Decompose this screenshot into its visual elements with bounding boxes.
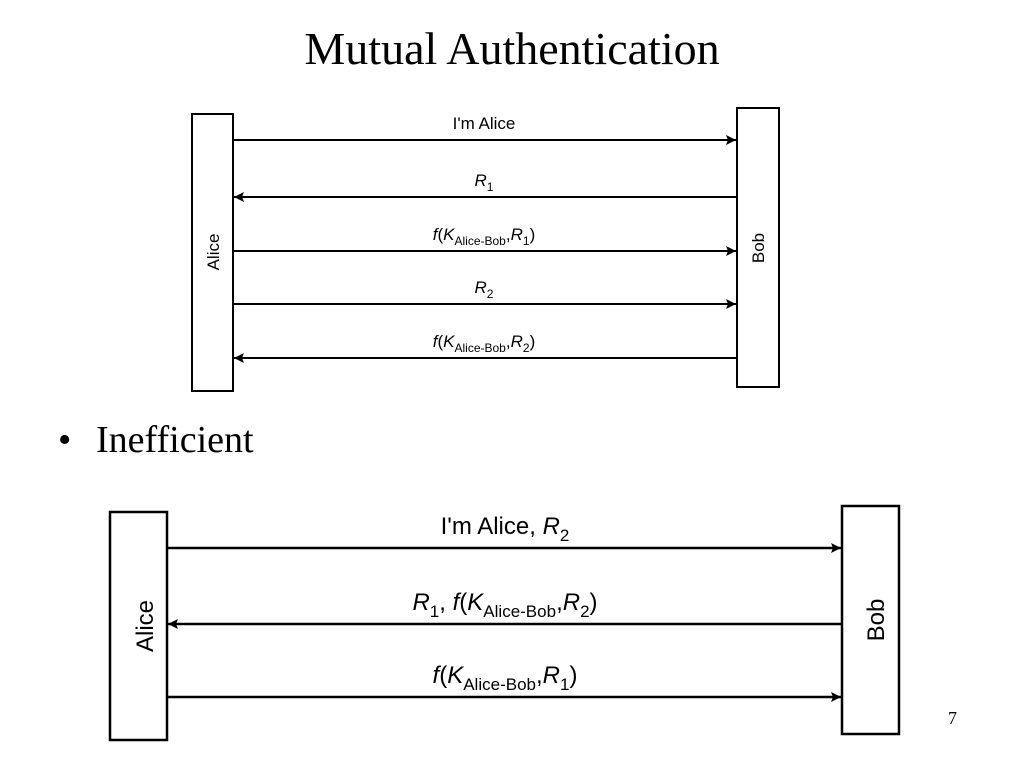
message-label-part: ( bbox=[459, 589, 467, 616]
message-label-part: , bbox=[506, 332, 511, 351]
message-label: I'm Alice, R2 bbox=[441, 513, 570, 545]
slide-title: Mutual Authentication bbox=[304, 23, 720, 74]
message-label-part: 2 bbox=[523, 341, 530, 355]
message-label-part: ) bbox=[590, 589, 598, 616]
alice-box bbox=[191, 113, 234, 392]
message-label-part: R bbox=[412, 589, 429, 616]
bullet-dot: • bbox=[58, 419, 72, 461]
bob-box bbox=[840, 504, 901, 736]
message-list: I'm AliceR1f(KAlice-Bob,R1)R2f(KAlice-Bo… bbox=[234, 114, 736, 363]
alice-label: Alice bbox=[132, 600, 159, 652]
bullet-item: • Inefficient bbox=[58, 418, 254, 462]
message-label-part: K bbox=[467, 589, 484, 616]
message-row: f(KAlice-Bob,R2) bbox=[234, 332, 736, 363]
message-label-part: R bbox=[563, 589, 580, 616]
message-label-part: 2 bbox=[580, 602, 589, 621]
message-label-part: I'm Alice bbox=[453, 114, 516, 133]
message-label-part: , bbox=[536, 662, 543, 689]
message-label-part: Alice-Bob bbox=[483, 602, 556, 621]
message-label-part: ( bbox=[437, 332, 443, 351]
message-label-part: K bbox=[443, 332, 455, 351]
message-label: R1 bbox=[475, 171, 494, 194]
message-label-part: f bbox=[433, 225, 440, 244]
message-row: R1 bbox=[234, 171, 736, 202]
message-label-part: I'm Alice, bbox=[441, 513, 543, 540]
message-label-part: Alice-Bob bbox=[455, 234, 507, 248]
message-row: R1, f(KAlice-Bob,R2) bbox=[168, 589, 841, 629]
message-label-part: R bbox=[475, 171, 487, 190]
bob-box bbox=[736, 107, 780, 388]
message-row: R2 bbox=[234, 278, 736, 309]
message-label-part: , bbox=[556, 589, 563, 616]
message-label: f(KAlice-Bob,R1) bbox=[433, 662, 578, 694]
message-label: f(KAlice-Bob,R2) bbox=[433, 332, 535, 355]
bob-label: Bob bbox=[749, 233, 768, 263]
message-label-part: , bbox=[439, 589, 452, 616]
message-label-part: R bbox=[511, 225, 523, 244]
diagram-basic: Alice Bob I'm AliceR1f(KAlice-Bob,R1)R2f… bbox=[191, 107, 780, 392]
message-label-part: R bbox=[543, 662, 560, 689]
message-label-part: ( bbox=[439, 662, 447, 689]
message-label-part: f bbox=[433, 332, 440, 351]
message-label: R2 bbox=[475, 278, 494, 301]
message-label-part: 1 bbox=[523, 234, 530, 248]
message-label-part: K bbox=[447, 662, 464, 689]
alice-label: Alice bbox=[204, 234, 223, 271]
message-label-part: f bbox=[433, 662, 442, 689]
message-label: f(KAlice-Bob,R1) bbox=[433, 225, 535, 248]
alice-box bbox=[108, 510, 169, 742]
message-label-part: 2 bbox=[560, 526, 569, 545]
message-label-part: R bbox=[543, 513, 560, 540]
message-label: I'm Alice bbox=[453, 114, 516, 133]
message-label-part: Alice-Bob bbox=[455, 341, 507, 355]
message-label-part: 1 bbox=[430, 602, 439, 621]
message-label-part: 1 bbox=[487, 180, 494, 194]
message-label-part: 2 bbox=[487, 287, 494, 301]
page-number: 7 bbox=[948, 708, 957, 728]
message-label-part: Alice-Bob bbox=[463, 675, 536, 694]
message-label-part: ) bbox=[530, 225, 536, 244]
message-label-part: R bbox=[475, 278, 487, 297]
message-label-part: ( bbox=[437, 225, 443, 244]
message-row: I'm Alice bbox=[234, 114, 736, 145]
bullet-text: Inefficient bbox=[96, 419, 254, 461]
message-label-part: 1 bbox=[560, 675, 569, 694]
message-label-part: K bbox=[443, 225, 455, 244]
message-row: f(KAlice-Bob,R1) bbox=[234, 225, 736, 256]
bob-label: Bob bbox=[863, 599, 890, 642]
message-row: f(KAlice-Bob,R1) bbox=[168, 662, 841, 702]
message-label: R1, f(KAlice-Bob,R2) bbox=[412, 589, 597, 621]
message-label-part: ) bbox=[530, 332, 536, 351]
message-row: I'm Alice, R2 bbox=[168, 513, 841, 553]
message-label-part: R bbox=[511, 332, 523, 351]
message-label-part: f bbox=[453, 589, 462, 616]
message-label-part: , bbox=[506, 225, 511, 244]
message-label-part: ) bbox=[569, 662, 577, 689]
